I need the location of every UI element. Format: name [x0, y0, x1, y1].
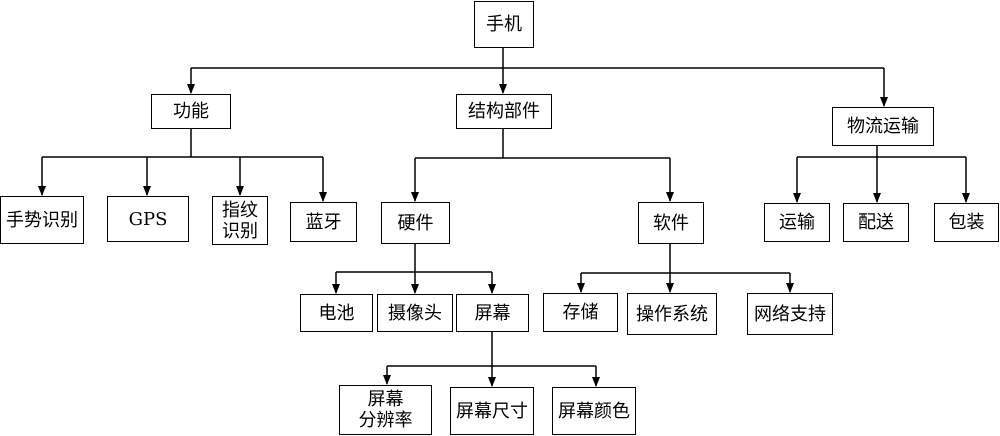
node-functions: 功能	[151, 94, 231, 129]
node-packaging: 包装	[934, 203, 999, 242]
node-screen-size: 屏幕尺寸	[450, 387, 534, 435]
node-screen-color: 屏幕颜色	[552, 387, 636, 435]
node-structure: 结构部件	[456, 94, 552, 129]
node-battery: 电池	[300, 294, 373, 332]
root-node-phone: 手机	[474, 1, 534, 48]
node-bluetooth: 蓝牙	[290, 202, 357, 242]
node-logistics: 物流运输	[832, 107, 934, 146]
node-camera: 摄像头	[377, 294, 453, 332]
node-operating-system: 操作系统	[627, 293, 717, 335]
node-network-support: 网络支持	[747, 293, 833, 335]
node-screen: 屏幕	[456, 294, 529, 332]
node-software: 软件	[638, 202, 704, 244]
node-hardware: 硬件	[381, 202, 450, 244]
node-transport: 运输	[764, 203, 830, 242]
node-delivery: 配送	[843, 203, 909, 242]
node-fingerprint-recognition: 指纹识别	[212, 196, 268, 245]
node-screen-resolution: 屏幕分辨率	[339, 385, 432, 435]
node-storage: 存储	[543, 293, 618, 332]
node-gesture-recognition: 手势识别	[0, 196, 84, 244]
node-gps: GPS	[107, 196, 189, 242]
